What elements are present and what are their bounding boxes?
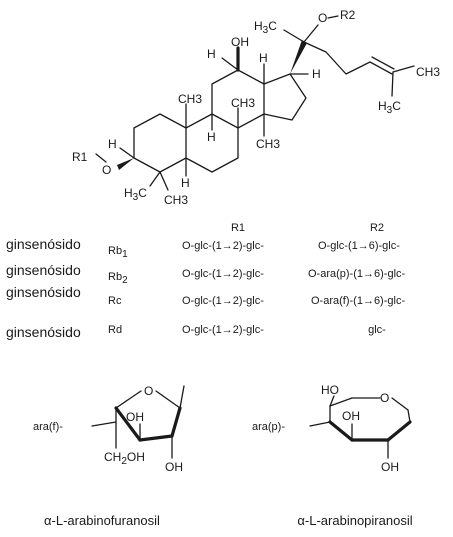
pyranose-anomeric-bond (407, 409, 411, 423)
table-header-r1: R1 (231, 222, 245, 234)
furanose-ring-oxygen: O (144, 384, 153, 398)
c3-h-bond (119, 147, 135, 159)
furanose-ring-bond (155, 390, 181, 409)
table-row-name: ginsenósido (6, 324, 81, 340)
table-row-name: ginsenósido (6, 262, 81, 278)
o-r2-bond (327, 15, 339, 19)
ring-d-bonds (263, 73, 307, 121)
table-row-r2: O-glc-(1→6)-glc- (318, 240, 400, 252)
substituent-table: R1 R2 ginsenósido Rb1 O-glc-(1→2)-glc- O… (6, 222, 406, 340)
pyranose-ring-bond (391, 397, 409, 411)
table-row: ginsenósido Rc O-glc-(1→2)-glc- O-ara(f)… (6, 284, 405, 307)
c3-h-label: H (108, 137, 117, 151)
ring-a-bonds (133, 113, 187, 173)
table-row: ginsenósido Rd O-glc-(1→2)-glc- glc- (6, 324, 386, 340)
c12-oh-label: OH (231, 35, 249, 49)
c17-h-label: H (312, 67, 321, 81)
c10-methyl-label: CH3 (178, 92, 202, 106)
furanose-ring-bond (115, 390, 142, 409)
pyranose-prefix: ara(p)- (252, 421, 285, 433)
c3-oxygen-wedge (117, 158, 134, 170)
o-r1-label: O (102, 163, 111, 177)
pyranose-c4-oh-bond (329, 395, 335, 407)
c20-methyl-bond (283, 29, 305, 43)
terminal-methyl-b-bond (391, 71, 394, 97)
c20-oxygen-bond (303, 24, 319, 43)
o-r1-bond (95, 153, 107, 163)
side-chain-bonds (303, 41, 371, 75)
table-row-r1: O-glc-(1→2)-glc- (182, 324, 264, 336)
c9-h-label: H (207, 130, 216, 144)
c5-h-label: H (181, 176, 190, 190)
table-header-r2: R2 (370, 222, 384, 234)
aglycone-structure: R1 O H H3C CH3 H CH3 H CH3 CH3 OH H H H … (72, 8, 440, 207)
c13-h-label: H (259, 51, 268, 65)
c4-methyl-b-label: CH3 (164, 193, 188, 207)
pyranose-ring-bond (329, 397, 353, 407)
table-row-r1: O-glc-(1→2)-glc- (182, 295, 264, 307)
table-row: ginsenósido Rb1 O-glc-(1→2)-glc- O-glc-(… (6, 236, 400, 260)
side-chain-double-bond-b (371, 56, 395, 70)
furanose-oh-top: OH (126, 410, 144, 424)
furanose-caption: α-L-arabinofuranosil (44, 513, 160, 528)
table-row-r2: O-ara(f)-(1→6)-glc- (311, 295, 405, 307)
furanose-ring-front-bond (114, 406, 142, 442)
arabinofuranose-structure: ara(f)- O OH CH2OH OH α-L-arabinofuranos… (33, 384, 185, 528)
arabinopyranose-structure: ara(p)- HO O OH OH α-L-arabinopiranosil (252, 383, 413, 528)
side-chain-double-bond-a (369, 61, 393, 75)
terminal-methyl-a-bond (392, 65, 415, 73)
ring-c-bonds (211, 69, 265, 129)
furanose-anomeric-bond (179, 385, 185, 409)
pyranose-ring-front-bond (328, 420, 354, 442)
ring-b-bonds (185, 113, 239, 173)
furanose-anomeric-link (91, 421, 117, 427)
c4-methyl-a-bond (149, 171, 161, 187)
r2-label: R2 (340, 8, 356, 22)
pyranose-ho: HO (321, 383, 339, 397)
c12-h-label: H (207, 47, 216, 61)
table-row-name: ginsenósido (6, 236, 81, 252)
pyranose-ring-front-bond (386, 420, 412, 442)
terminal-methyl-b-label: H3C (378, 99, 401, 116)
furanose-prefix: ara(f)- (33, 421, 63, 433)
table-row-r2: O-ara(p)-(1→6)-glc- (308, 268, 406, 280)
table-row: ginsenósido Rb2 O-glc-(1→2)-glc- O-ara(p… (6, 262, 406, 286)
table-row-r2: glc- (368, 324, 386, 336)
pyranose-caption: α-L-arabinopiranosil (297, 513, 412, 528)
table-row-label: Rb2 (108, 271, 128, 286)
c17-sidechain-wedge (290, 40, 307, 74)
c8-methyl-label: CH3 (231, 96, 255, 110)
pyranose-oh-bottom: OH (381, 460, 399, 474)
table-row-label: Rc (108, 295, 122, 307)
furanose-ch2oh: CH2OH (104, 450, 145, 467)
terminal-methyl-a-label: CH3 (416, 65, 440, 79)
c4-methyl-b-bond (159, 171, 169, 191)
o-r2-label: O (318, 11, 327, 25)
c14-methyl-label: CH3 (256, 137, 280, 151)
c12-h-bond (221, 57, 239, 71)
table-row-label: Rd (108, 324, 122, 336)
table-row-label: Rb1 (108, 245, 128, 260)
pyranose-anomeric-link (309, 421, 331, 427)
r1-label: R1 (72, 150, 88, 164)
table-row-name: ginsenósido (6, 284, 81, 300)
pyranose-oh-top: OH (342, 409, 360, 423)
c4-methyl-a-label: H3C (124, 186, 147, 203)
furanose-ring-front-bond (138, 434, 174, 442)
c20-methyl-label: H3C (254, 19, 277, 36)
furanose-ring-front-bond (170, 406, 182, 438)
pyranose-ring-oxygen: O (380, 391, 389, 405)
furanose-oh-bottom: OH (165, 460, 183, 474)
table-row-r1: O-glc-(1→2)-glc- (182, 240, 264, 252)
table-row-r1: O-glc-(1→2)-glc- (182, 268, 264, 280)
